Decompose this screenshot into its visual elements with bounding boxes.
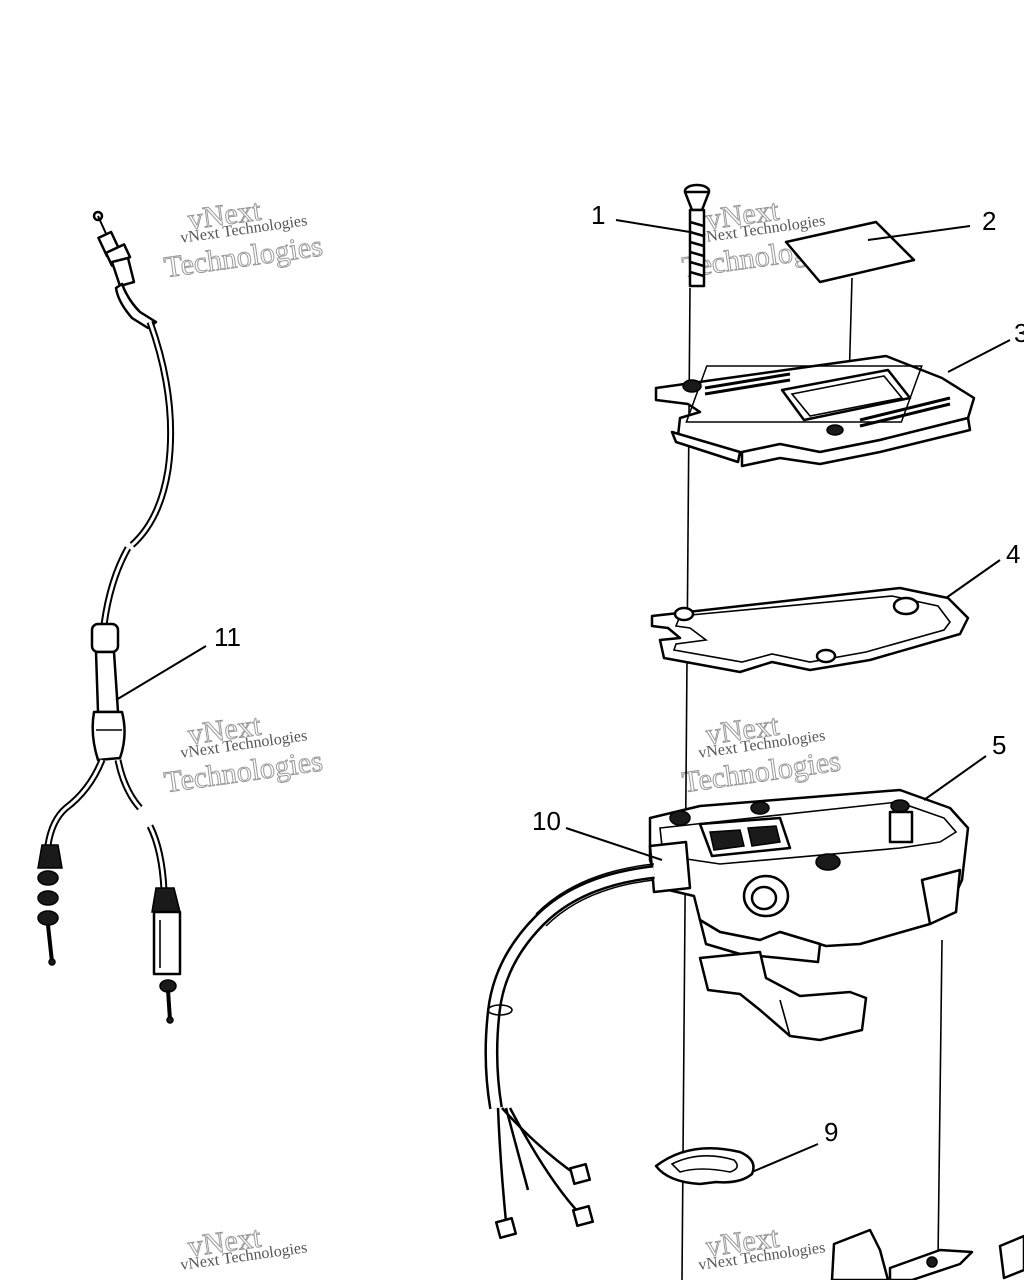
callout-4: 4 [1006, 539, 1020, 569]
callout-2: 2 [982, 206, 996, 236]
watermark-group-1: vNext vNext Technologies Technologies [162, 193, 326, 285]
watermark-group-3: vNext vNext Technologies Technologies [162, 708, 326, 800]
part-5-housing [648, 788, 970, 1042]
watermark-group-5: vNext vNext Technologies [179, 1220, 308, 1274]
callout-9: 9 [824, 1117, 838, 1147]
part-11-cable [37, 210, 182, 1024]
callout-11: 11 [214, 622, 241, 652]
part-10-wire-harness [484, 840, 692, 1240]
part-4-gasket [650, 586, 970, 674]
callout-labels: 1 2 3 4 5 9 10 11 [214, 200, 1024, 1147]
watermark-group-4: vNext vNext Technologies Technologies [680, 708, 844, 800]
part-9-washer [654, 1146, 755, 1186]
part-bottom-bracket [830, 1228, 1024, 1280]
part-2-decal [784, 220, 916, 284]
callout-5: 5 [992, 730, 1006, 760]
leader-lines [115, 219, 1011, 1173]
callout-1: 1 [591, 200, 605, 230]
callout-3: 3 [1014, 318, 1024, 348]
callout-10: 10 [532, 806, 561, 836]
part-1-screw [683, 183, 711, 288]
watermark-group-6: vNext vNext Technologies [697, 1220, 826, 1274]
part-3-cover [654, 354, 976, 468]
